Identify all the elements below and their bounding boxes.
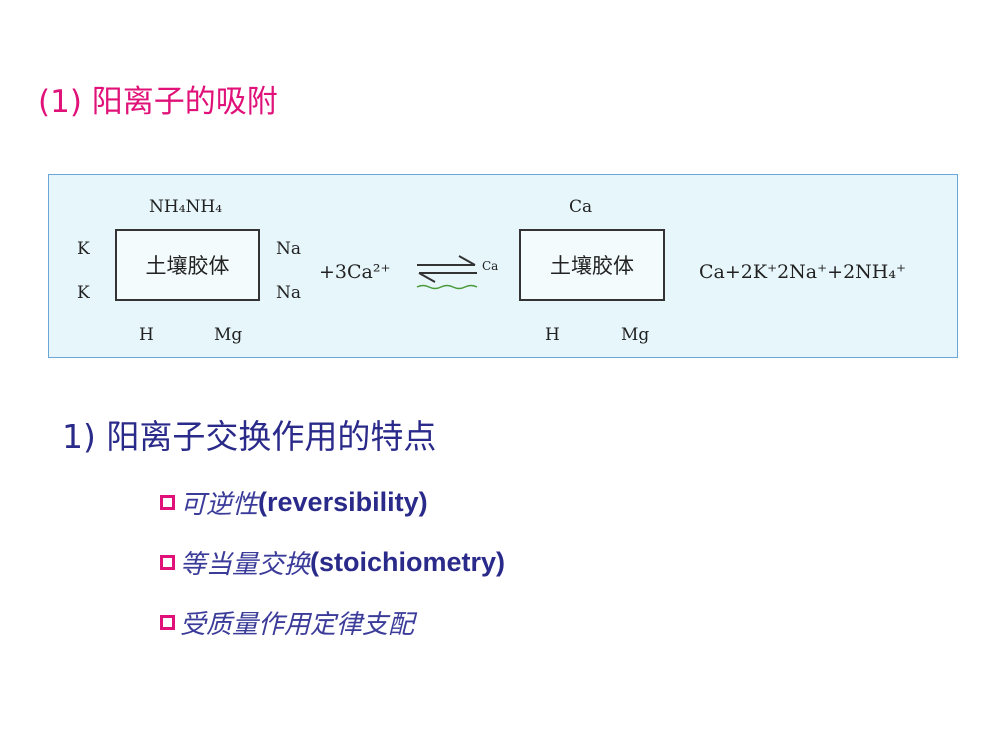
left-bottom-right-ion: Mg [214,325,243,345]
left-bottom-left-ion: H [139,325,154,345]
bullet-text-cn: 可逆性 [180,490,259,520]
bullet-item: 受质量作用定律支配 [160,604,414,641]
right-colloid-box: 土壤胶体 [519,229,665,301]
left-side-top-ion: K [77,239,90,259]
checkbox-bullet-icon [160,615,175,630]
slide-title: (1) 阳离子的吸附 [38,84,278,120]
bullet-text-cn: 等当量交换 [180,550,311,580]
bullet-text-en: (reversibility) [258,487,428,517]
checkbox-bullet-icon [160,495,175,510]
right-bottom-right-ion: Mg [621,325,650,345]
equilibrium-label: Ca [482,259,499,273]
equilibrium-arrow-icon [416,255,478,290]
left-side-bottom-ion: K [77,283,90,303]
reactant-calcium: +3Ca²⁺ [319,261,391,283]
bullet-item: 等当量交换 (stoichiometry) [160,544,505,581]
equation-panel: NH₄NH₄ K K 土壤胶体 Na Na H Mg +3Ca²⁺ Ca Ca … [48,174,958,358]
bullet-text-en: (stoichiometry) [310,547,506,577]
left-right-bottom-ion: Na [276,283,302,303]
bullet-text-cn: 受质量作用定律支配 [180,610,415,640]
left-right-top-ion: Na [276,239,302,259]
right-bottom-left-ion: H [545,325,560,345]
left-top-ions: NH₄NH₄ [149,197,223,217]
bullet-item: 可逆性 (reversibility) [160,484,428,521]
checkbox-bullet-icon [160,555,175,570]
products: Ca+2K⁺2Na⁺+2NH₄⁺ [699,261,907,283]
right-top-ion: Ca [569,197,593,217]
left-colloid-box: 土壤胶体 [115,229,260,301]
subheading: 1) 阳离子交换作用的特点 [62,417,437,456]
